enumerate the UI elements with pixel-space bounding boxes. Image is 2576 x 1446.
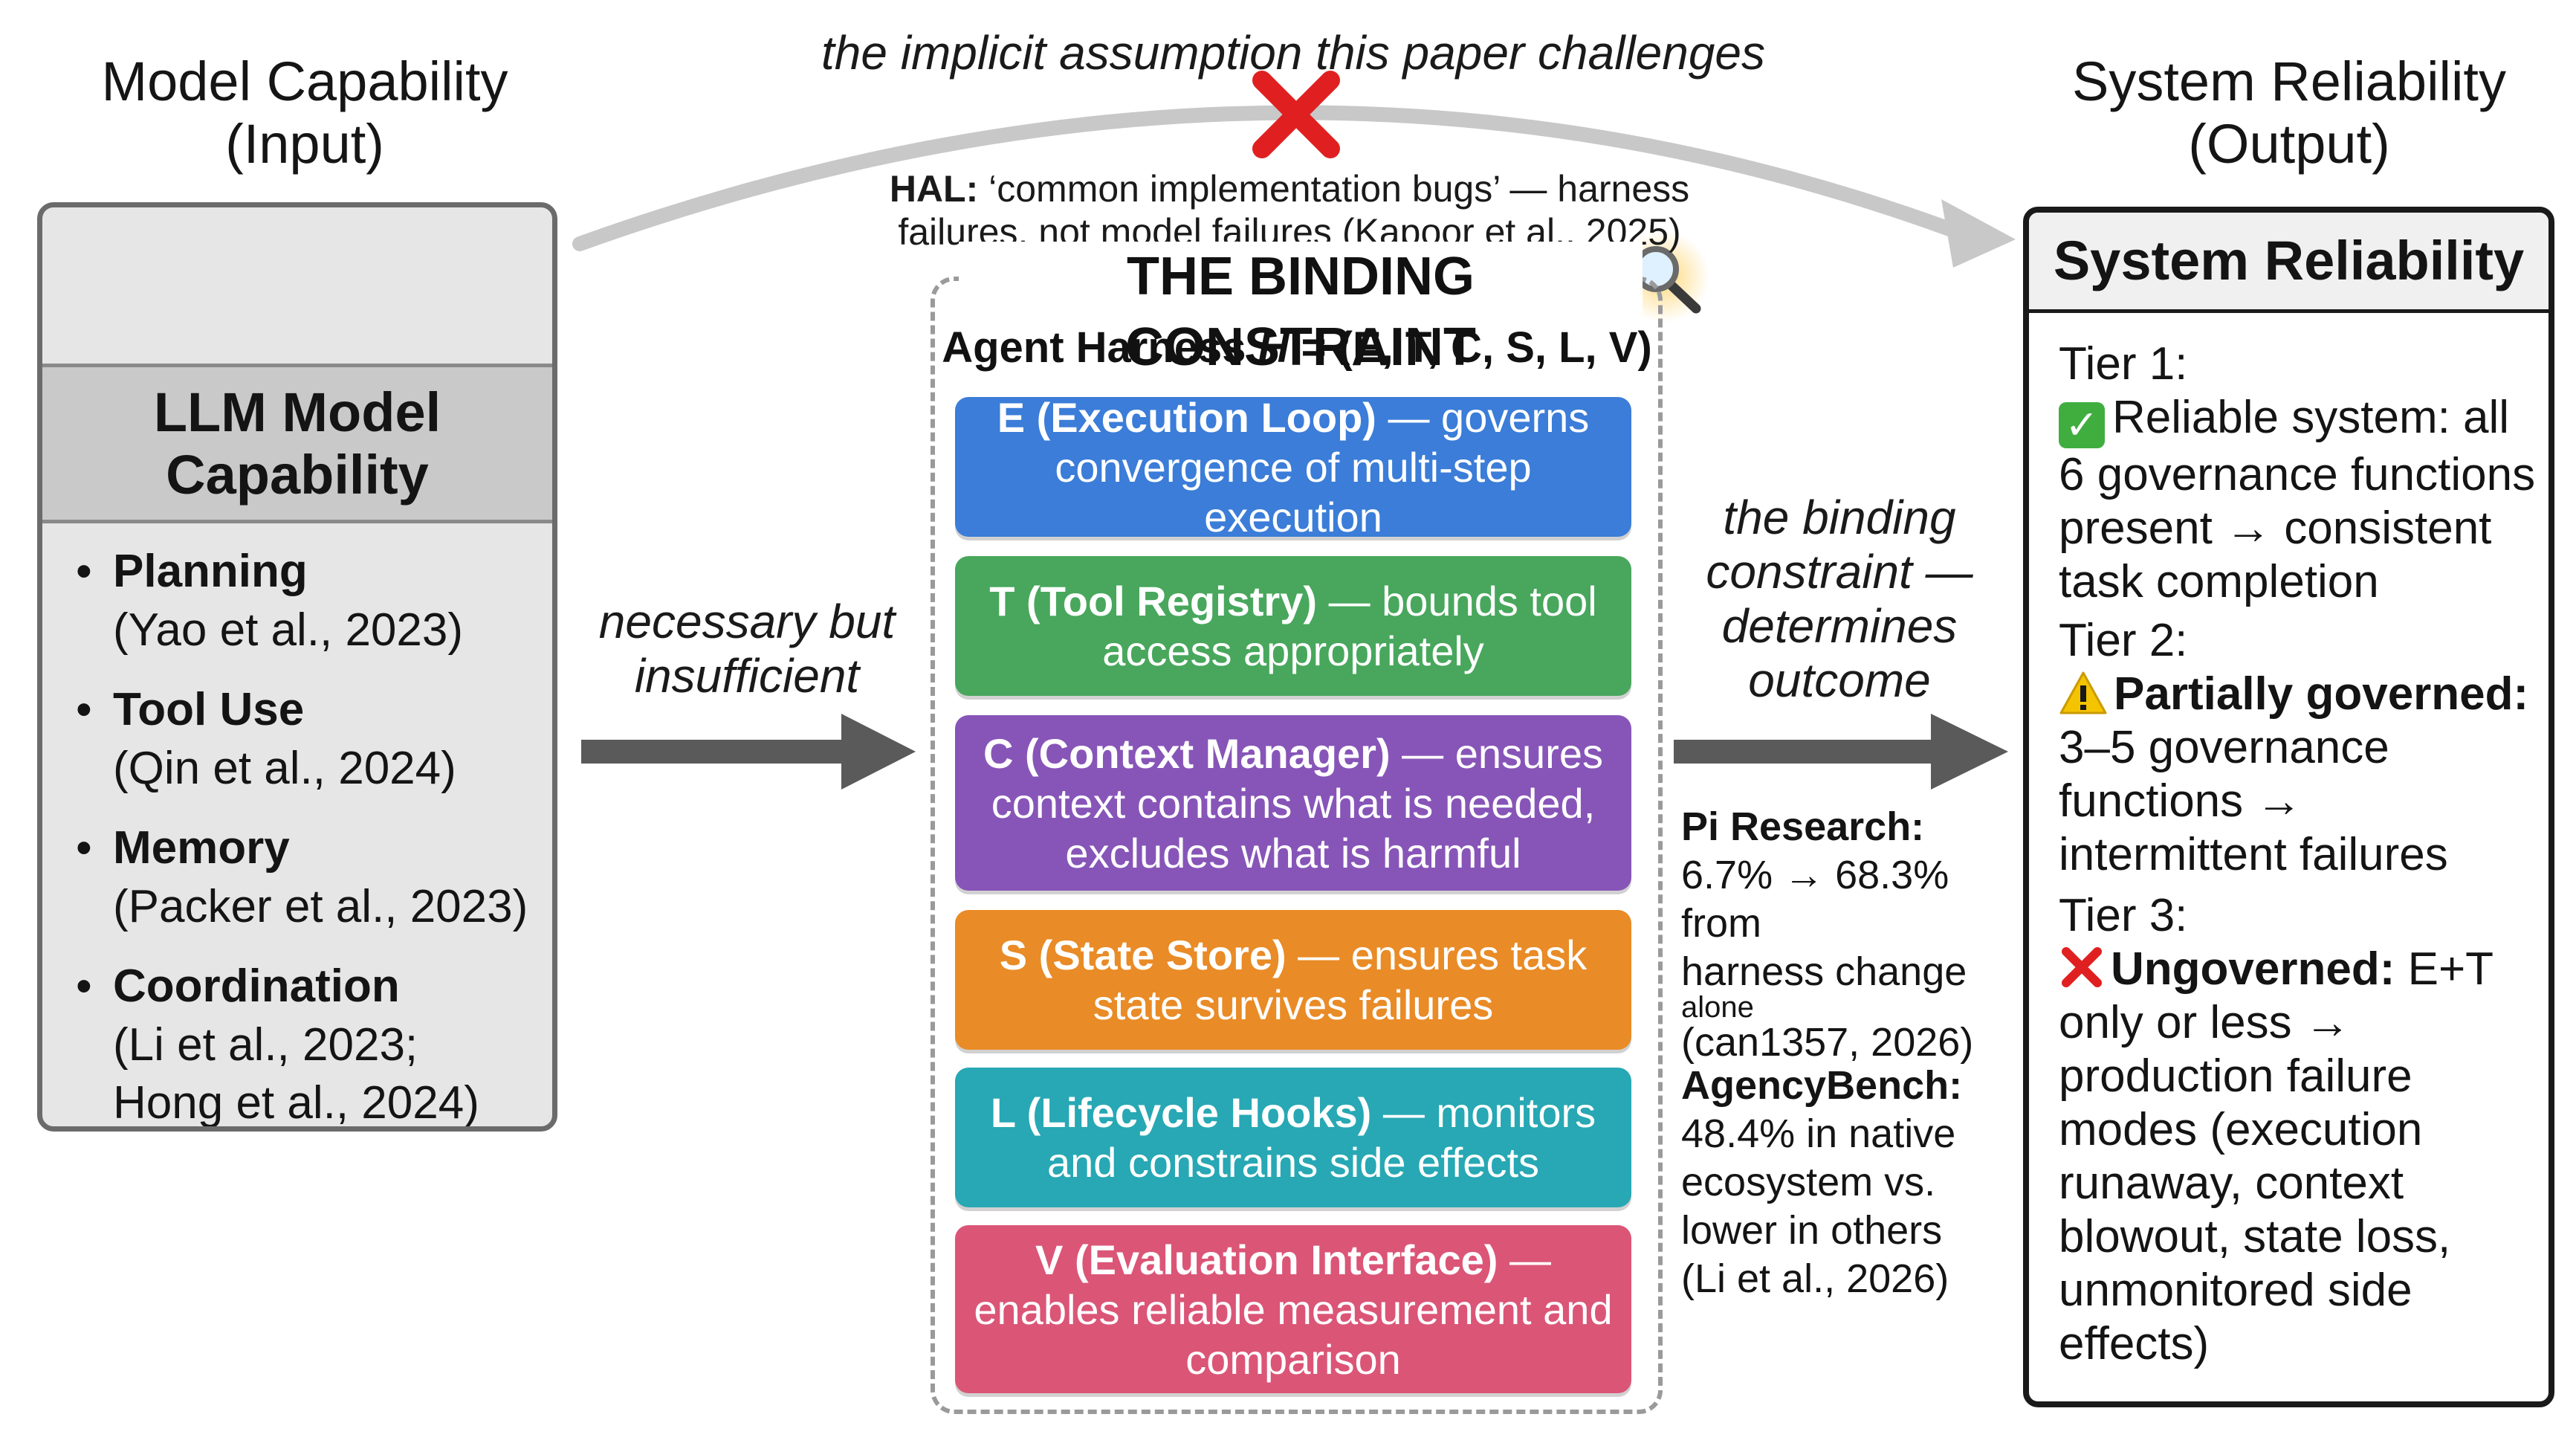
component-lifecycle-hooks: L (Lifecycle Hooks) — monitors and const…: [955, 1068, 1631, 1207]
component-evaluation-interface: V (Evaluation Interface) — enables relia…: [955, 1225, 1631, 1393]
agencybench-line: ecosystem vs.: [1681, 1160, 1936, 1204]
component-desc: — ensures task state survives failures: [1093, 932, 1588, 1028]
bullet-icon: •: [76, 546, 92, 597]
right-arrow-label-line2: constraint —: [1706, 545, 1973, 598]
component-desc: — ensures context contains what is neede…: [991, 729, 1603, 877]
bullet-icon: •: [76, 684, 92, 735]
pi-research-line: 6.7% → 68.3% from: [1681, 853, 1949, 946]
bullet-icon: •: [76, 961, 92, 1012]
hal-note-text: ‘common implementation bugs’ — harness: [988, 168, 1690, 210]
agencybench-line: lower in others: [1681, 1208, 1943, 1253]
component-context-manager: C (Context Manager) — ensures context co…: [955, 715, 1631, 891]
capability-citation: (Qin et al., 2024): [113, 743, 456, 794]
check-icon: ✓: [2059, 402, 2105, 448]
system-reliability-box: System Reliability Tier 1: ✓Reliable sys…: [2023, 207, 2554, 1407]
model-capability-title-band: LLM Model Capability: [42, 364, 552, 523]
right-arrow-label: the binding constraint — determines outc…: [1672, 491, 2007, 708]
component-desc: — monitors and constrains side effects: [1046, 1089, 1596, 1186]
component-state-store: S (State Store) — ensures task state sur…: [955, 910, 1631, 1050]
component-key: T (Tool Registry): [989, 578, 1318, 624]
system-reliability-title: System Reliability: [2029, 213, 2549, 313]
tier-2-label: Tier 2:: [2059, 615, 2188, 666]
tier-2-text: 3–5 governance functions → intermittent …: [2059, 722, 2448, 880]
agencybench-line: 48.4% in native: [1681, 1111, 1956, 1156]
hal-note-line1: HAL: ‘common implementation bugs’ — harn…: [862, 167, 1717, 210]
capability-name: Coordination: [113, 961, 400, 1012]
capability-citation: (Li et al., 2023; Hong et al., 2024): [113, 1019, 479, 1129]
tier-1-text: Reliable system: all 6 governance functi…: [2059, 392, 2536, 607]
tier-1-label: Tier 1:: [2059, 338, 2188, 390]
component-key: V (Evaluation Interface): [1035, 1236, 1498, 1283]
agencybench-note: AgencyBench: 48.4% in native ecosystem v…: [1681, 1062, 2023, 1303]
binding-constraint-title: THE BINDING CONSTRAINT: [959, 242, 1643, 377]
pi-research-title: Pi Research:: [1681, 804, 1925, 849]
right-flow-arrow: [1674, 714, 2008, 790]
harness-definition-prefix: Agent Harness: [942, 323, 1258, 372]
capability-name: Planning: [113, 546, 308, 597]
left-arrow-label-line2: insufficient: [634, 649, 860, 703]
tier-2: Tier 2: Partially governed: 3–5 governan…: [2059, 614, 2542, 882]
tier-3-text: E+T only or less → production failure mo…: [2059, 943, 2493, 1369]
pi-research-line: alone: [1681, 991, 1754, 1024]
component-tool-registry: T (Tool Registry) — bounds tool access a…: [955, 556, 1631, 696]
left-arrow-label: necessary but insufficient: [576, 595, 918, 703]
capability-citation: (Yao et al., 2023): [113, 604, 464, 656]
hal-note: HAL: ‘common implementation bugs’ — harn…: [862, 167, 1717, 254]
component-key: E (Execution Loop): [997, 393, 1376, 441]
capability-item: • Tool Use (Qin et al., 2024): [76, 680, 544, 798]
capability-name: Memory: [113, 822, 290, 874]
left-flow-arrow: [581, 714, 916, 790]
harness-variable: H: [1258, 323, 1289, 372]
cross-icon: [2062, 947, 2102, 987]
agencybench-title: AgencyBench:: [1681, 1063, 1963, 1108]
capability-name: Tool Use: [113, 684, 305, 735]
cross-icon: [1252, 71, 1340, 158]
left-arrow-label-line1: necessary but: [598, 595, 896, 648]
component-key: L (Lifecycle Hooks): [990, 1089, 1372, 1136]
tier-3: Tier 3: Ungoverned: E+T only or less → p…: [2059, 889, 2542, 1371]
harness-definition-tuple: = (E, T, C, S, L, V): [1289, 323, 1652, 372]
capability-item: • Memory (Packer et al., 2023): [76, 819, 544, 936]
component-execution-loop: E (Execution Loop) — governs convergence…: [955, 393, 1631, 540]
tier-3-heading: Ungoverned:: [2111, 943, 2395, 995]
right-arrow-label-line4: outcome: [1748, 653, 1931, 707]
capability-item: • Planning (Yao et al., 2023): [76, 542, 544, 659]
tier-1: Tier 1: ✓Reliable system: all 6 governan…: [2059, 338, 2542, 609]
agencybench-line: (Li et al., 2026): [1681, 1256, 1949, 1301]
pi-research-line: harness change: [1681, 949, 1967, 994]
right-arrow-label-line3: determines: [1721, 599, 1958, 653]
left-column-heading: Model Capability (Input): [30, 51, 580, 175]
capability-list: • Planning (Yao et al., 2023) • Tool Use…: [76, 542, 544, 1129]
right-heading-line1: System Reliability: [2072, 51, 2506, 112]
component-desc: — bounds tool access appropriately: [1102, 578, 1597, 674]
left-heading-line1: Model Capability: [101, 51, 508, 112]
pi-research-note: Pi Research: 6.7% → 68.3% from harness c…: [1681, 803, 2023, 1067]
warning-icon: [2059, 671, 2107, 714]
tier-3-label: Tier 3:: [2059, 890, 2188, 941]
right-column-heading: System Reliability (Output): [2007, 51, 2572, 175]
component-key: S (State Store): [999, 932, 1287, 978]
right-arrow-label-line1: the binding: [1723, 491, 1956, 544]
component-desc: — enables reliable measurement and compa…: [974, 1236, 1613, 1383]
capability-item: • Coordination (Li et al., 2023; Hong et…: [76, 957, 544, 1129]
component-desc: — governs convergence of multi-step exec…: [1055, 393, 1590, 540]
assumption-label: the implicit assumption this paper chall…: [821, 26, 1765, 80]
bullet-icon: •: [76, 822, 92, 874]
model-capability-title: LLM Model Capability: [153, 381, 441, 506]
component-key: C (Context Manager): [983, 729, 1391, 777]
hal-note-prefix: HAL:: [889, 168, 979, 210]
right-heading-line2: (Output): [2188, 113, 2390, 175]
pi-research-line: (can1357, 2026): [1681, 1020, 1974, 1065]
harness-definition: Agent Harness H = (E, T, C, S, L, V): [936, 322, 1657, 374]
capability-citation: (Packer et al., 2023): [113, 881, 528, 932]
left-heading-line2: (Input): [225, 113, 384, 175]
tier-2-heading: Partially governed:: [2114, 668, 2529, 720]
assumption-arc-arrowhead: [1941, 199, 2016, 268]
model-capability-box: LLM Model Capability • Planning (Yao et …: [37, 202, 557, 1132]
